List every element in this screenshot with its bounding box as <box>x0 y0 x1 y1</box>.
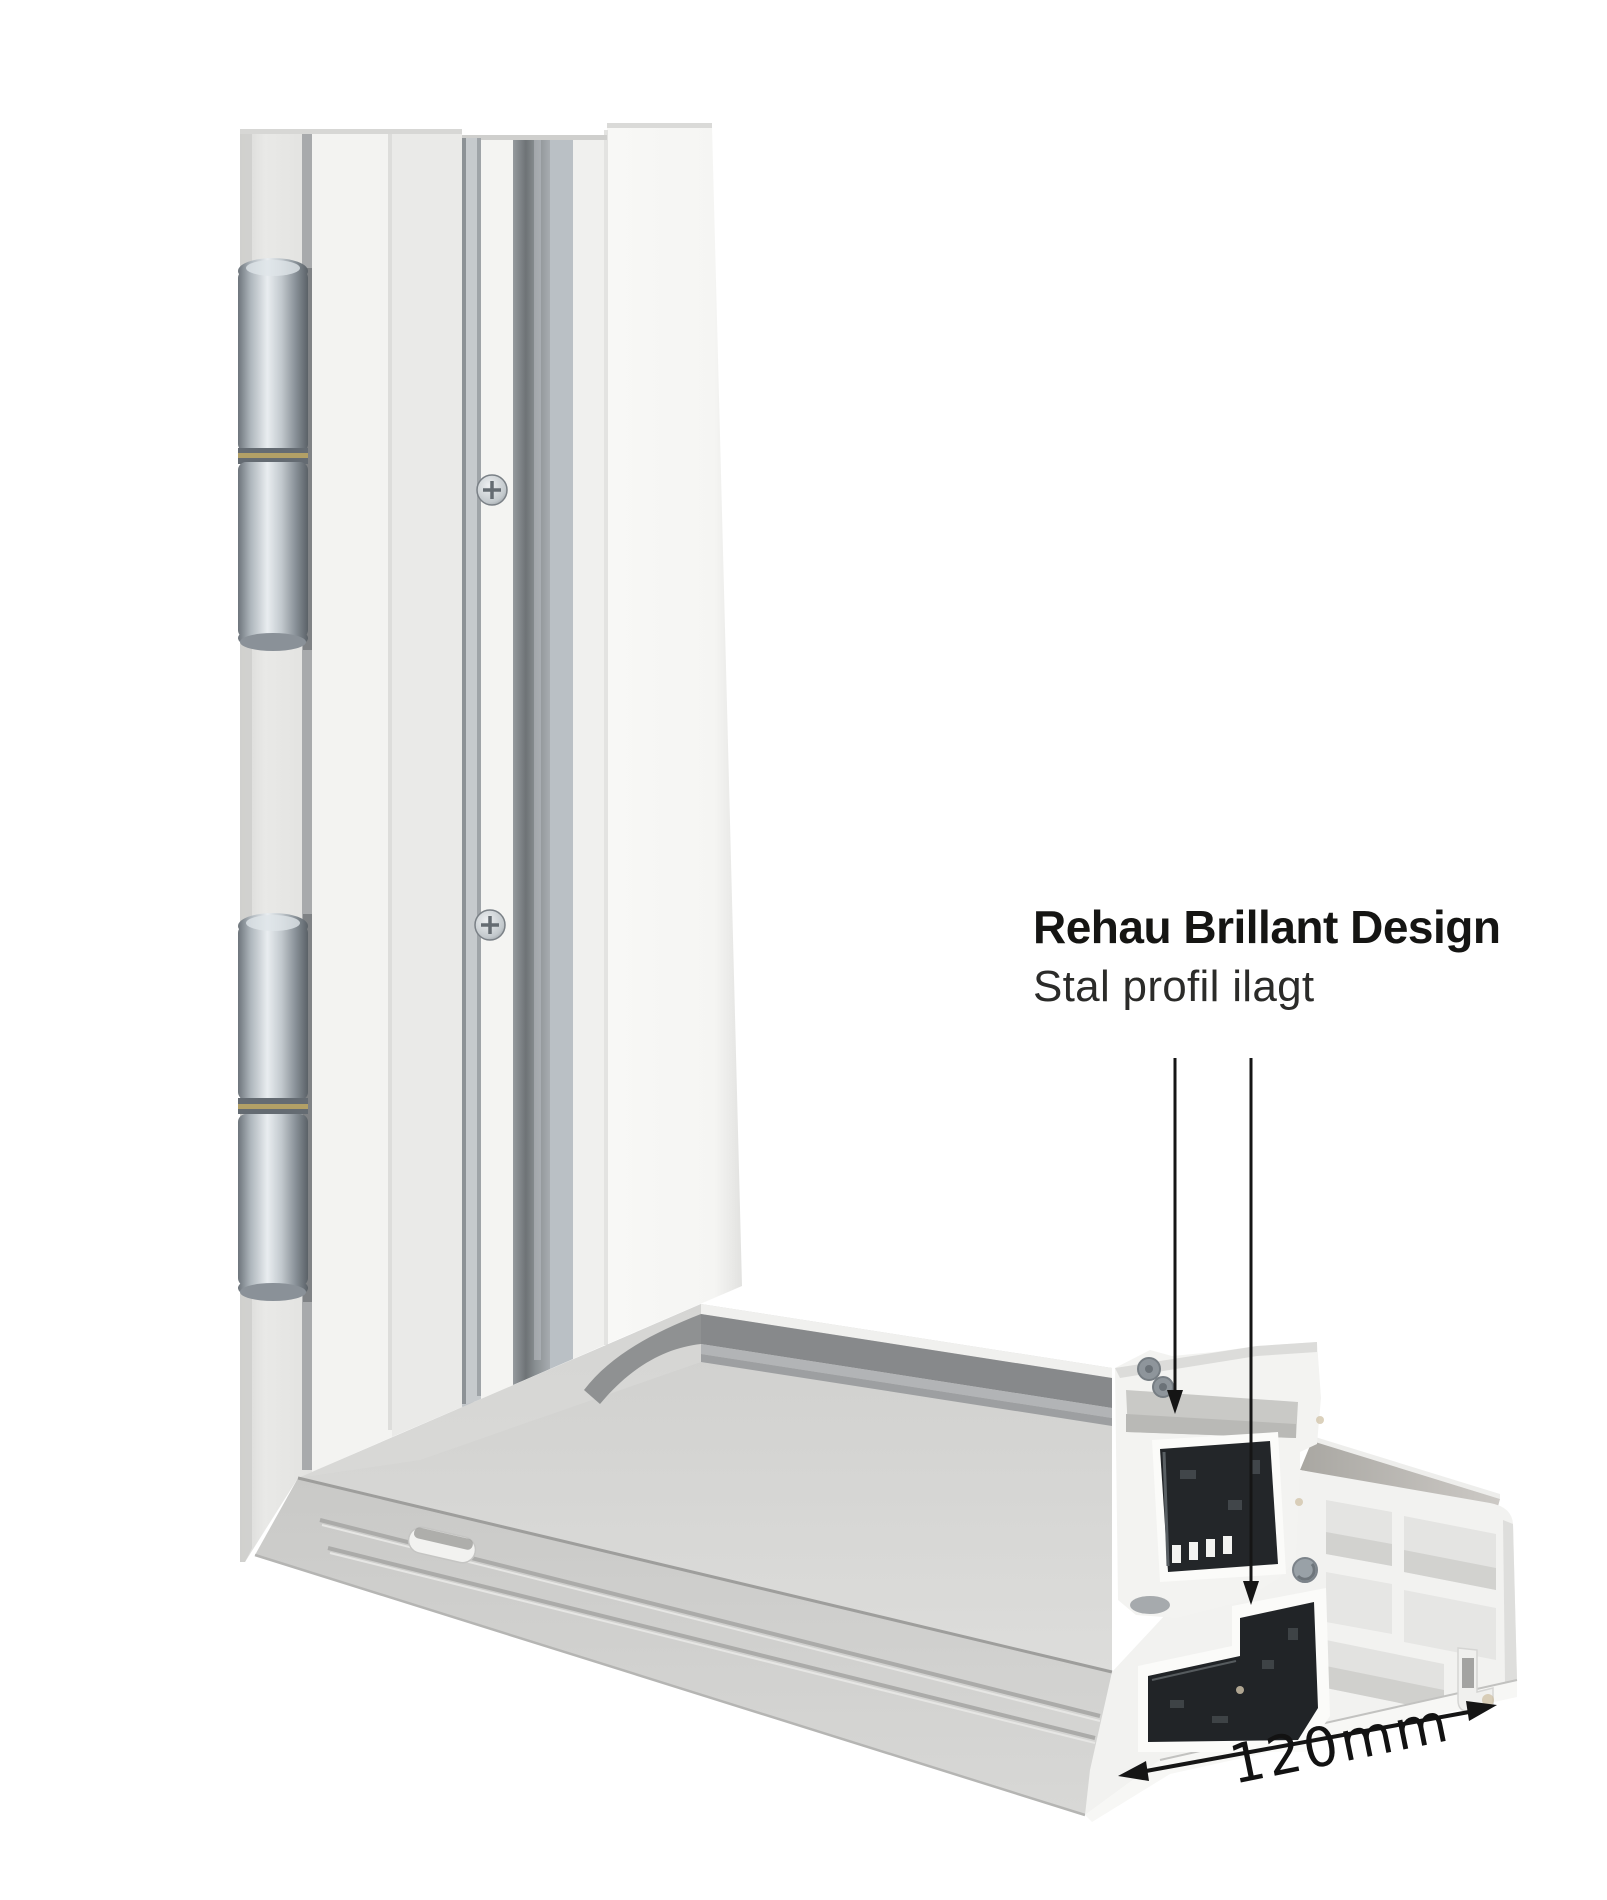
horizontal-frame-member <box>254 1304 1113 1817</box>
steel-chamber-frame <box>1148 1602 1318 1742</box>
arrowhead-icon <box>1243 1581 1259 1605</box>
product-title: Rehau Brillant Design <box>1033 901 1501 953</box>
frame-bar-top-face <box>1300 1441 1500 1510</box>
cross-section-frame-profile <box>1085 1436 1518 1822</box>
product-subtitle: Stal profil ilagt <box>1033 962 1315 1011</box>
seal-gasket-icon <box>1292 1557 1318 1583</box>
glazing-bead-face <box>607 126 742 1344</box>
arrowhead-icon <box>1167 1390 1183 1414</box>
hinge-groove <box>302 132 312 1470</box>
weep-hole <box>407 1526 477 1564</box>
leader-line-steel-sash <box>1167 1058 1183 1414</box>
arrowhead-icon <box>1118 1761 1149 1781</box>
foot-gasket <box>1130 1596 1170 1614</box>
annotation-lines <box>1118 1058 1497 1781</box>
screw-icon <box>476 474 508 506</box>
glass-gasket-band <box>701 1314 1112 1408</box>
screw-icon <box>474 909 506 941</box>
hinge-bottom <box>238 913 308 1301</box>
gasket-channel <box>513 138 550 1385</box>
hinge-top <box>238 258 308 651</box>
dimension-arrow <box>1118 1701 1497 1781</box>
vertical-frame-member <box>240 123 742 1562</box>
leader-line-steel-frame <box>1243 1058 1259 1605</box>
glazing-rail <box>462 138 522 1444</box>
arrowhead-icon <box>1466 1701 1497 1721</box>
